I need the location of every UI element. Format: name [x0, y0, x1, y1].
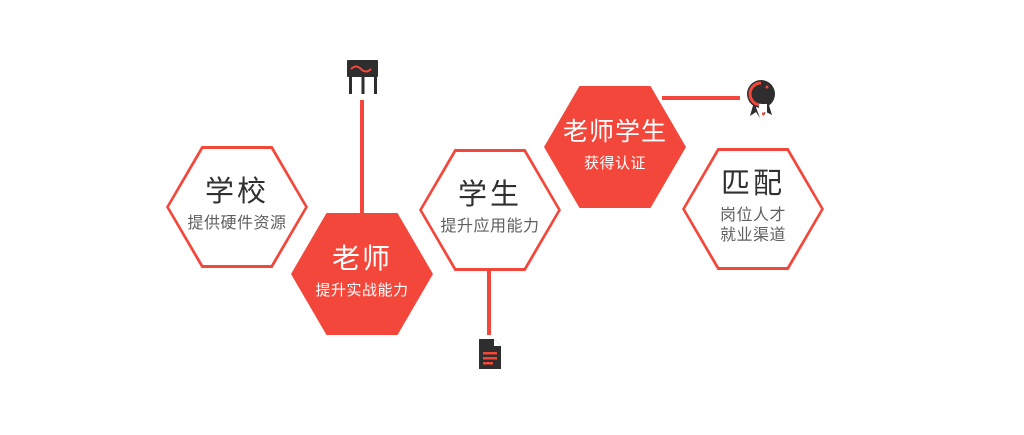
- hexagon-school-subtitle: 提供硬件资源: [187, 214, 287, 232]
- teacher-connector-line: [360, 100, 364, 215]
- document-icon: [479, 339, 501, 369]
- certification-connector-line: [662, 96, 740, 100]
- hexagon-teacher-title: 老师: [331, 242, 392, 274]
- hexagon-match: 匹配 岗位人才 就业渠道: [682, 148, 824, 270]
- medal-icon: [747, 80, 775, 118]
- hexagon-teacher-student-title: 老师学生: [562, 117, 667, 146]
- hexagon-student: 学生 提升应用能力: [419, 149, 561, 271]
- hexagon-teacher-subtitle: 提升实战能力: [315, 281, 409, 299]
- hexagon-teacher-student-subtitle: 获得认证: [583, 154, 646, 172]
- hexagon-match-subtitle: 岗位人才 就业渠道: [720, 206, 786, 246]
- hexagon-match-title: 匹配: [720, 167, 785, 200]
- hexagon-match-subtitle-line1: 岗位人才: [719, 206, 786, 224]
- hexagon-teacher-student: 老师学生 获得认证: [544, 86, 686, 208]
- blackboard-icon: [347, 60, 378, 94]
- hexagon-student-title: 学生: [457, 178, 522, 211]
- student-connector-line: [487, 268, 491, 335]
- hexagon-school: 学校 提供硬件资源: [166, 146, 308, 268]
- hexagon-match-subtitle-line2: 就业渠道: [719, 226, 786, 244]
- hexagon-school-title: 学校: [204, 175, 269, 208]
- hexagon-teacher: 老师 提升实战能力: [291, 213, 433, 335]
- hexagon-student-subtitle: 提升应用能力: [440, 217, 540, 235]
- hexagon-match-fill: [685, 151, 821, 267]
